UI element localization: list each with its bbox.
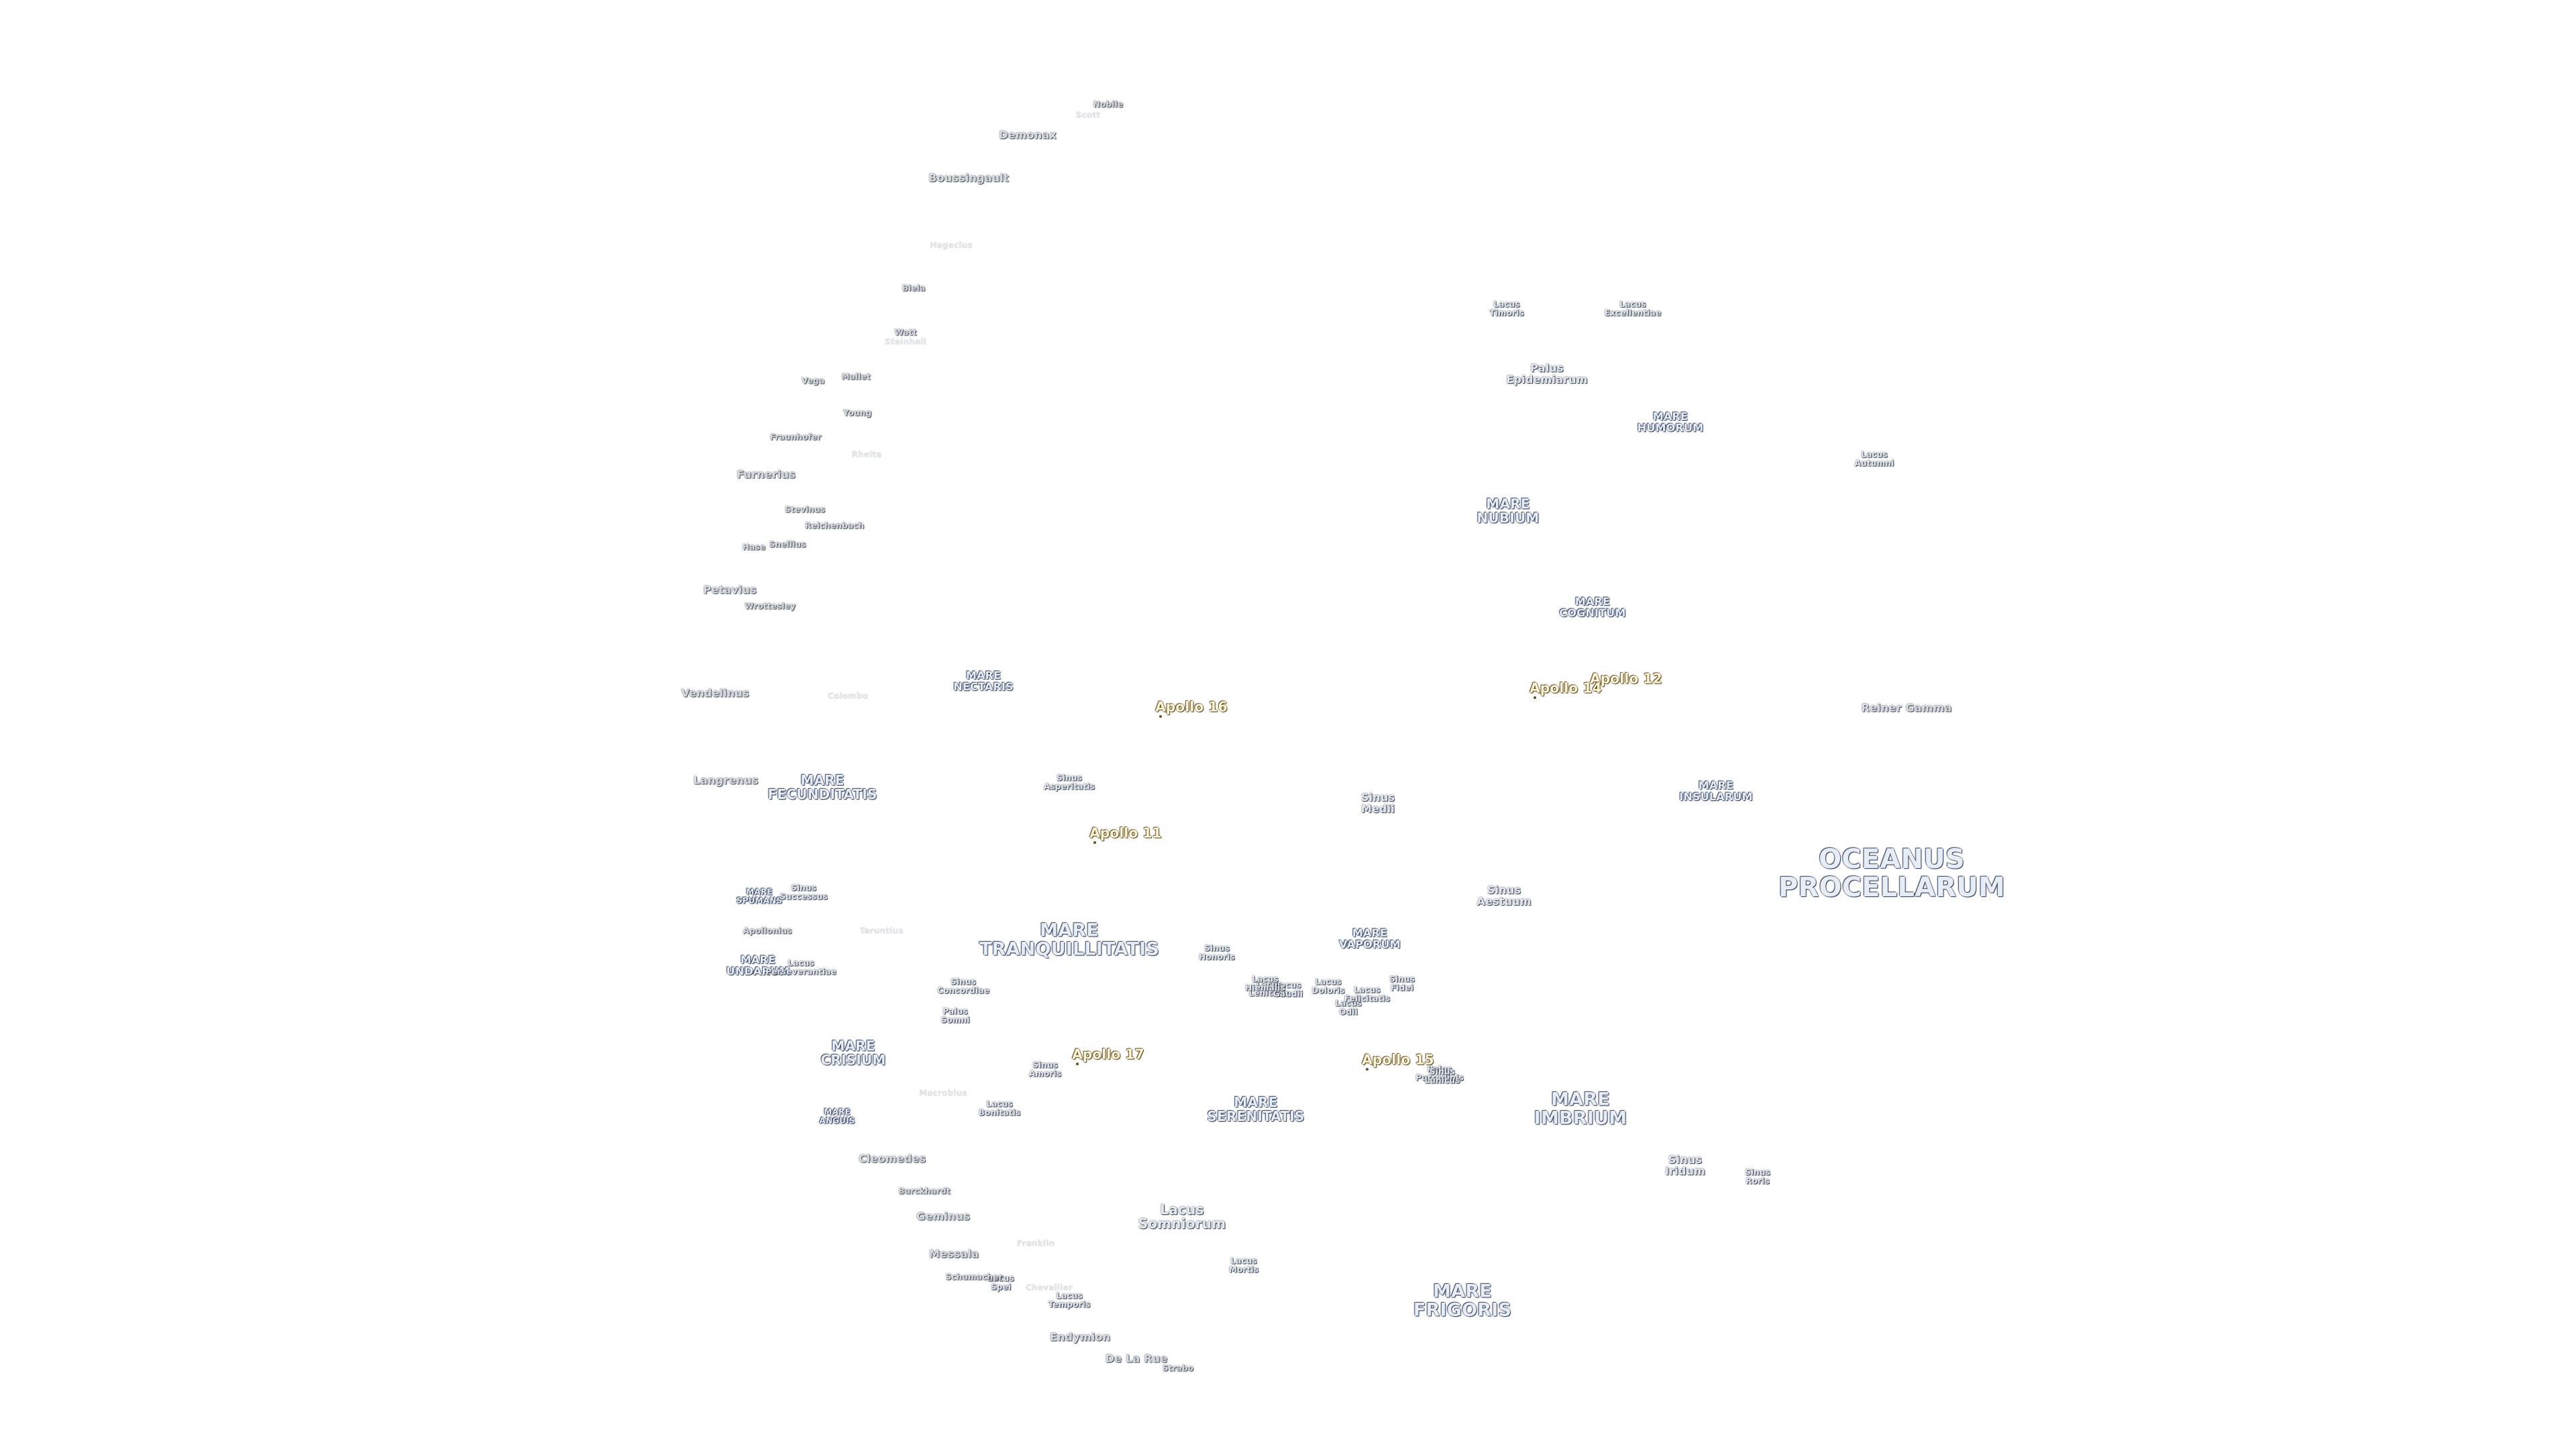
map-label-mare-crisium[interactable]: MARE CRISIUM [820,1038,886,1068]
landing-site-marker-icon [1159,715,1162,718]
map-label-colombo[interactable]: Colombo [827,691,869,701]
map-label-mare-vaporum[interactable]: MARE VAPORUM [1339,926,1401,951]
map-label-fraunhofer[interactable]: Fraunhofer [769,432,822,442]
map-label-lacus-doloris[interactable]: Lacus Doloris [1311,977,1345,995]
map-label-hagecius[interactable]: Hagecius [930,240,973,250]
map-label-lacus-bonitatis[interactable]: Lacus Bonitatis [978,1099,1021,1117]
map-label-reiner-gamma[interactable]: Reiner Gamma [1861,701,1952,714]
landing-site-marker-icon [1076,1063,1079,1065]
map-label-sinus-roris[interactable]: Sinus Roris [1745,1167,1770,1185]
map-label-apollo-15[interactable]: Apollo 15 [1362,1051,1434,1068]
landing-site-marker-icon [1594,687,1597,690]
map-label-taruntius[interactable]: Taruntius [859,926,904,936]
map-label-vendelinus[interactable]: Vendelinus [681,686,749,700]
map-label-palus-putredinis[interactable]: Palus Putredinis [1415,1064,1464,1082]
map-label-chevallier[interactable]: Chevallier [1026,1283,1073,1293]
map-label-sinus-amoris[interactable]: Sinus Amoris [1028,1060,1062,1078]
map-label-mare-spumans[interactable]: MARE SPUMANS [736,887,783,905]
map-label-macrobius[interactable]: Macrobius [919,1088,967,1098]
map-label-mare-cognitum[interactable]: MARE COGNITUM [1559,595,1626,619]
map-label-petavius[interactable]: Petavius [703,583,757,596]
map-label-scott[interactable]: Scott [1075,110,1101,120]
map-label-sinus-concordiae[interactable]: Sinus Concordiae [937,977,989,995]
map-label-lacus-felicitatis[interactable]: Lacus Felicitatis [1344,985,1391,1003]
map-label-watt[interactable]: Watt [894,327,917,337]
landing-site-marker-icon [1093,841,1096,844]
map-label-hase[interactable]: Hase [742,542,766,552]
map-label-apollo-11[interactable]: Apollo 11 [1089,824,1162,841]
map-label-burckhardt[interactable]: Burckhardt [898,1186,951,1196]
map-label-strabo[interactable]: Strabo [1162,1363,1194,1373]
map-label-apollo-14[interactable]: Apollo 14 [1529,680,1602,696]
map-label-geminus[interactable]: Geminus [916,1210,970,1223]
map-label-mare-serenitatis[interactable]: MARE SERENITATIS [1207,1094,1305,1124]
map-label-lacus-mortis[interactable]: Lacus Mortis [1228,1256,1259,1274]
map-label-endymion[interactable]: Endymion [1049,1330,1111,1344]
map-label-lacus-temporis[interactable]: Lacus Temporis [1048,1291,1091,1309]
map-label-mare-tranquillitatis[interactable]: MARE TRANQUILLITATIS [979,920,1160,960]
map-label-sinus-medii[interactable]: Sinus Medii [1360,791,1395,815]
map-label-mare-anguis[interactable]: MARE ANGUIS [819,1107,855,1125]
map-label-vega[interactable]: Vega [801,376,825,386]
map-label-schumacher[interactable]: Schumacher [945,1272,1003,1282]
map-label-mare-undarum[interactable]: MARE UNDARUM [726,953,790,977]
map-label-lacus-hiemalis[interactable]: Lacus Hiemalis [1245,974,1285,992]
map-label-boussingault[interactable]: Boussingault [928,171,1009,184]
map-label-cleomedes[interactable]: Cleomedes [858,1152,926,1165]
map-label-palus-somni[interactable]: Palus Somni [941,1006,970,1024]
map-label-snellius[interactable]: Snellius [769,539,806,549]
map-label-apollonius[interactable]: Apollonius [743,926,792,936]
map-label-messala[interactable]: Messala [928,1247,979,1260]
map-label-langrenus[interactable]: Langrenus [693,773,759,787]
map-label-lacus-spei[interactable]: Lacus Spei [987,1273,1014,1291]
map-label-biela[interactable]: Biela [902,283,926,293]
map-label-mare-fecunditatis[interactable]: MARE FECUNDITATIS [767,772,877,802]
map-label-lacus-timoris[interactable]: Lacus Timoris [1489,299,1524,317]
map-label-mare-frigoris[interactable]: MARE FRIGORIS [1413,1281,1512,1321]
map-label-lacus-lenitatis[interactable]: Lacus Lenitatis [1248,979,1290,998]
map-label-mare-imbrium[interactable]: MARE IMBRIUM [1534,1089,1627,1129]
map-label-reichenbach[interactable]: Reichenbach [804,521,865,531]
map-label-stevinus[interactable]: Stevinus [784,504,826,515]
map-label-mare-nectaris[interactable]: MARE NECTARIS [953,669,1014,693]
map-label-steinheil[interactable]: Steinheil [885,337,926,347]
map-label-mallet[interactable]: Mallet [841,372,871,382]
map-label-apollo-16[interactable]: Apollo 16 [1155,698,1228,715]
map-label-sinus-successus[interactable]: Sinus Successus [780,883,828,901]
map-label-sinus-honoris[interactable]: Sinus Honoris [1199,943,1235,961]
map-label-furnerius[interactable]: Furnerius [737,468,796,481]
map-label-mare-insularum[interactable]: MARE INSULARUM [1679,779,1753,803]
map-label-lacus-somniorum[interactable]: Lacus Somniorum [1138,1201,1226,1232]
map-label-apollo-12[interactable]: Apollo 12 [1590,670,1662,687]
map-label-lacus-excellentiae[interactable]: Lacus Excellentiae [1604,299,1662,317]
map-label-wrottesley[interactable]: Wrottesley [744,601,796,611]
map-label-lacus-gaudii[interactable]: Lacus Gaudii [1273,980,1303,998]
map-label-sinus-iridum[interactable]: Sinus Iridum [1664,1153,1706,1177]
map-label-sinus-aestuum[interactable]: Sinus Aestuum [1477,883,1532,908]
landing-site-marker-icon [1534,696,1536,699]
map-label-franklin[interactable]: Franklin [1016,1238,1055,1248]
map-label-sinus-lunicus[interactable]: Sinus Lunicus [1424,1067,1460,1085]
map-label-oceanus-procellarum[interactable]: OCEANUS PROCELLARUM [1778,844,2006,903]
map-label-sinus-asperitatis[interactable]: Sinus Asperitatis [1043,773,1095,791]
map-label-nobile[interactable]: Nobile [1093,99,1124,109]
map-label-sinus-fidei[interactable]: Sinus Fidei [1389,974,1415,992]
map-label-palus-epidemiarum[interactable]: Palus Epidemiarum [1506,362,1588,386]
map-label-lacus-odii[interactable]: Lacus Odii [1335,998,1362,1016]
map-label-lacus-perseverantiae[interactable]: Lacus Perseverantiae [765,958,837,976]
map-label-rheita[interactable]: Rheita [851,449,882,460]
landing-site-marker-icon [1366,1068,1368,1071]
map-label-mare-nubium[interactable]: MARE NUBIUM [1477,496,1540,526]
map-label-de-la-rue[interactable]: De La Rue [1105,1352,1168,1365]
map-label-mare-humorum[interactable]: MARE HUMORUM [1637,410,1704,434]
map-label-lacus-autumni[interactable]: Lacus Autumni [1854,449,1894,468]
map-label-young[interactable]: Young [843,408,872,418]
map-label-apollo-17[interactable]: Apollo 17 [1072,1046,1144,1063]
map-label-demonax[interactable]: Demonax [999,128,1057,142]
